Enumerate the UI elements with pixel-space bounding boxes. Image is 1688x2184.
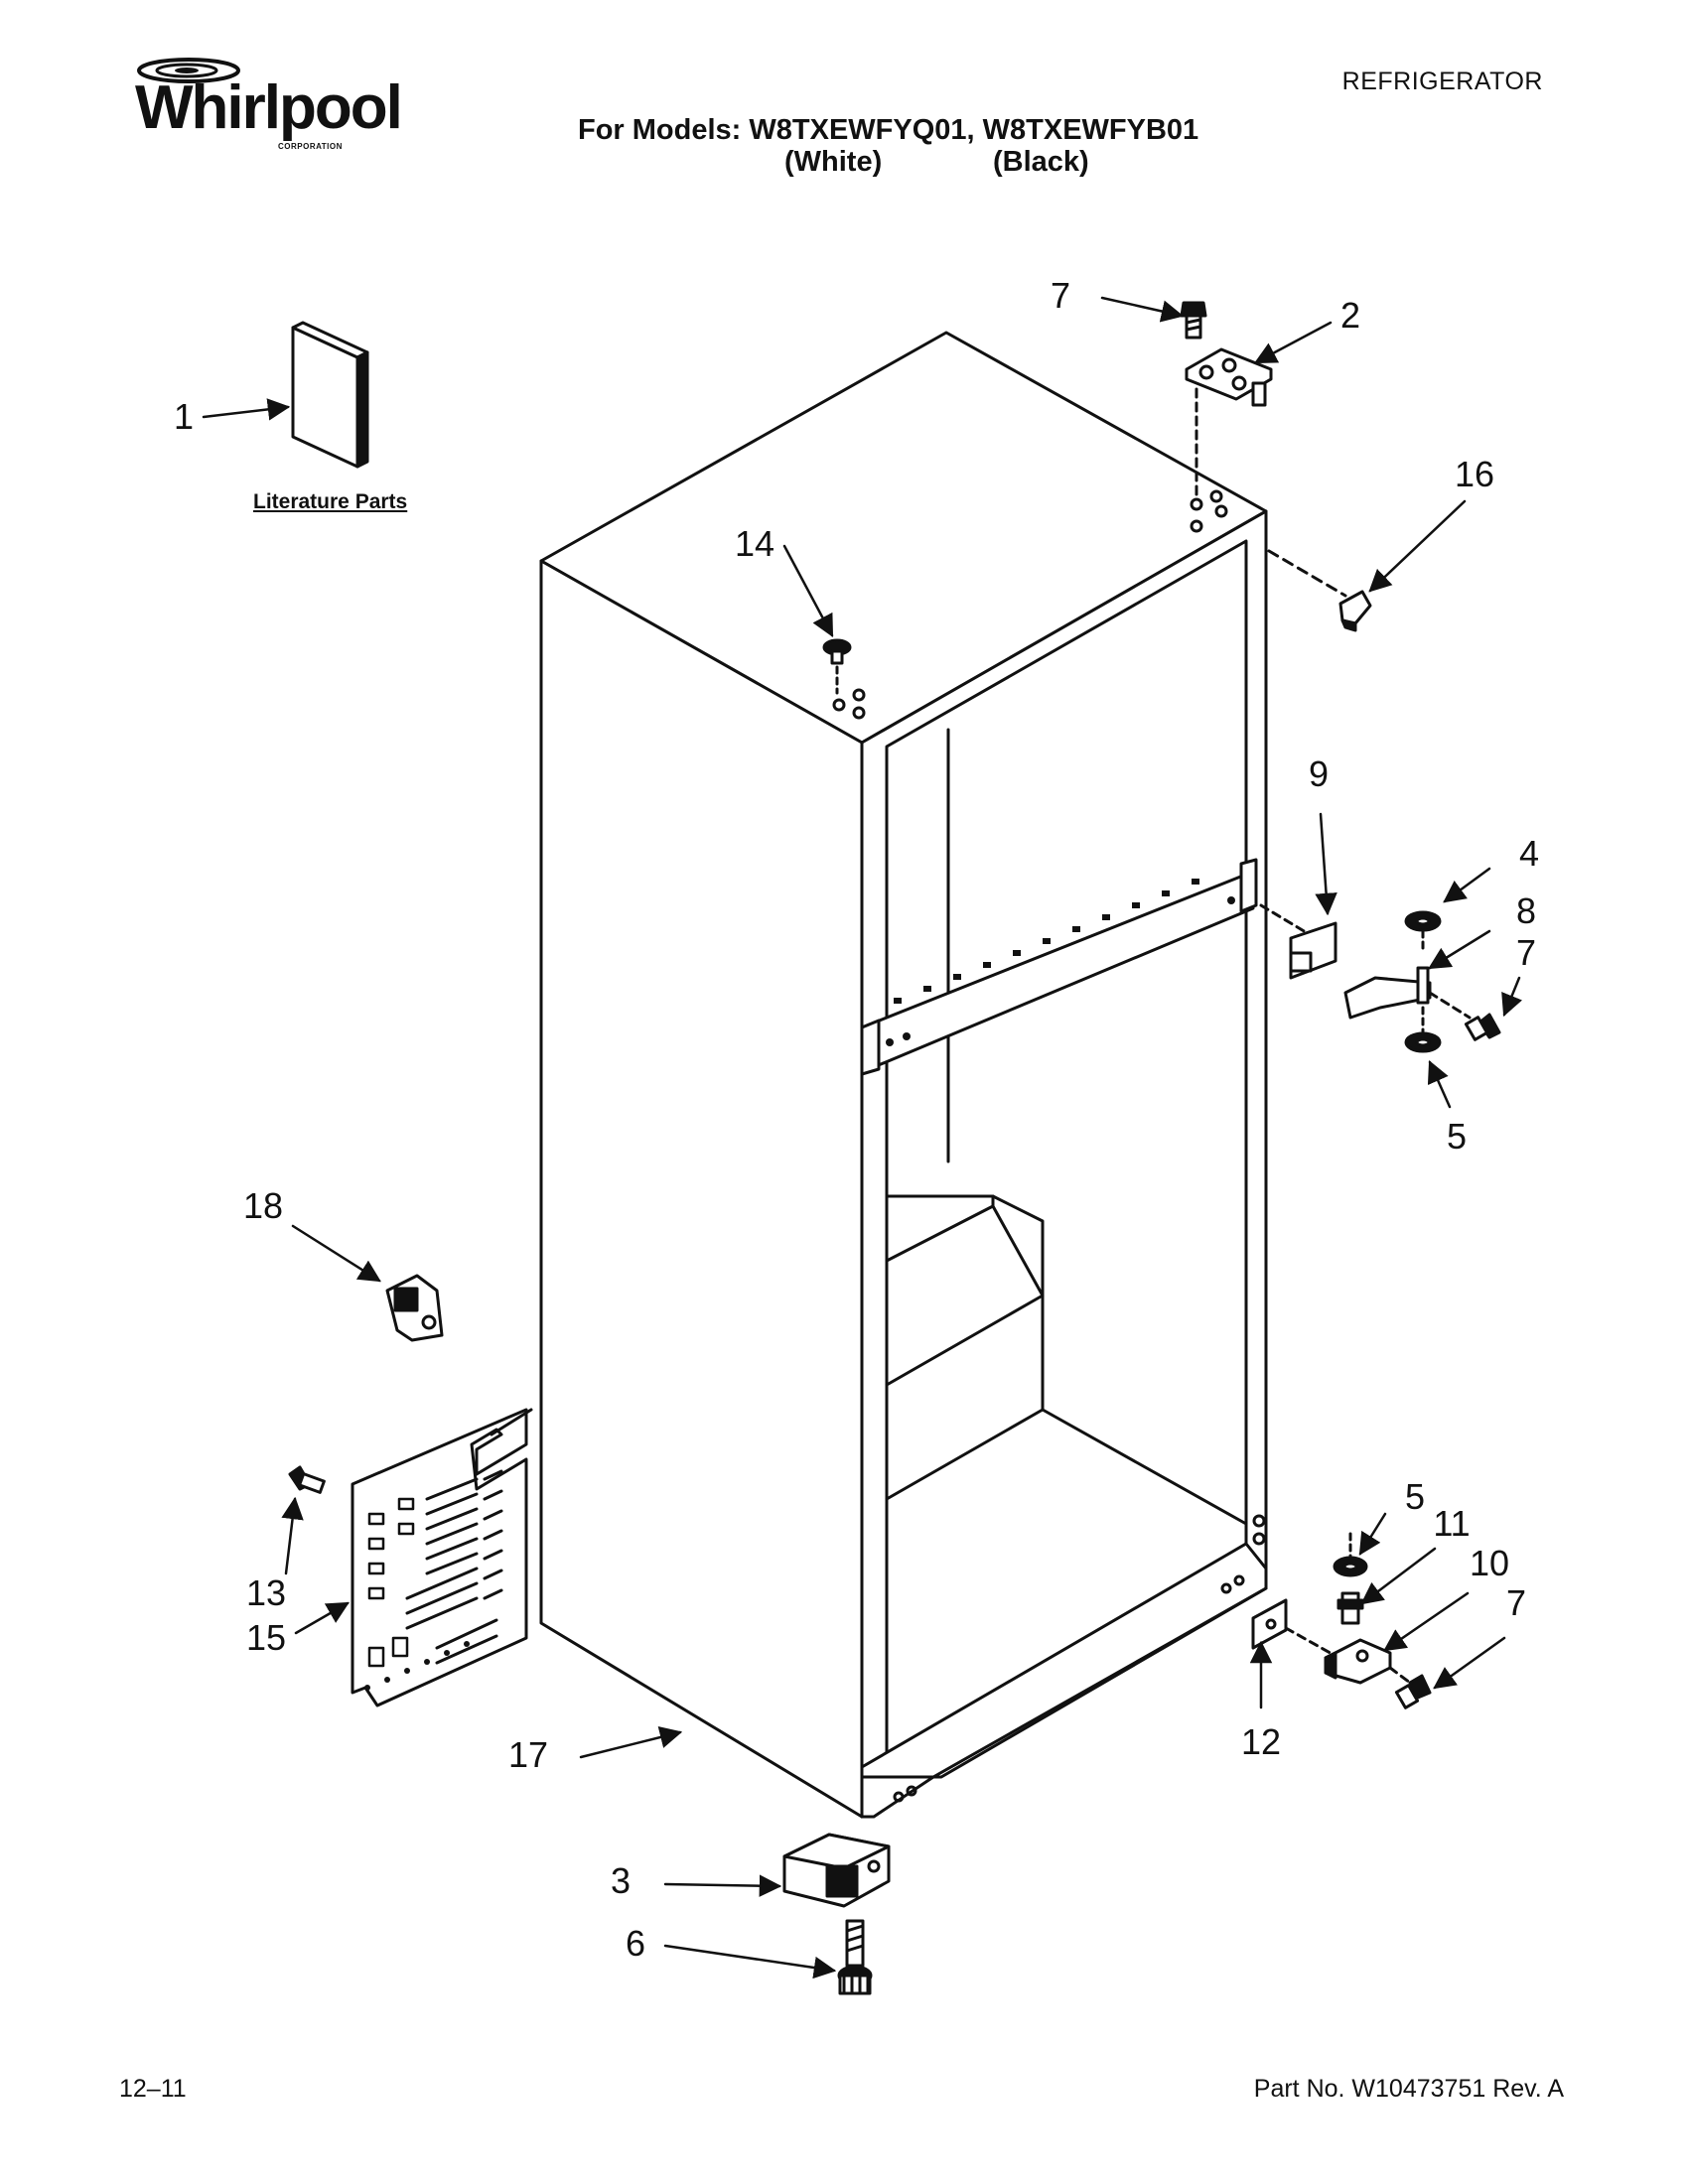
callout-7-top: 7 [1050,275,1071,316]
callout-4: 4 [1518,833,1540,874]
callout-16: 16 [1454,454,1495,494]
hole-plug [822,638,852,695]
date-code: 12–11 [119,2075,187,2103]
bottom-hinge-assembly [1251,1532,1432,1709]
top-hinge-screw [1180,301,1207,340]
brand-name: Whirlpool [135,73,403,142]
callout-17: 17 [507,1734,549,1775]
variant-white: (White) [784,146,883,178]
callout-3: 3 [610,1860,632,1901]
center-hinge-assembly [1259,903,1501,1053]
literature-booklet [291,321,369,469]
top-hinge [1185,347,1273,498]
brand-subtitle: CORPORATION [278,142,343,151]
callout-2: 2 [1339,295,1361,336]
callout-12: 12 [1240,1721,1282,1762]
callout-5-center: 5 [1446,1116,1468,1157]
callout-8: 8 [1515,890,1537,931]
callout-6: 6 [625,1923,646,1964]
callout-10: 10 [1469,1543,1510,1583]
swirl-icon [137,58,240,83]
callout-18: 18 [242,1185,284,1226]
callout-14: 14 [734,523,775,564]
rear-roller [782,1833,891,1908]
models-heading: For Models: W8TXEWFYQ01, W8TXEWFYB01 [578,114,1199,146]
callout-15: 15 [245,1617,287,1658]
panel-screw [288,1465,326,1494]
callout-13: 13 [245,1572,287,1613]
part-number: Part No. W10473751 Rev. A [1253,2075,1564,2103]
leader-lines [202,296,1523,1979]
callout-5-bottom: 5 [1404,1476,1426,1517]
variant-black: (Black) [993,146,1089,178]
callout-7-center: 7 [1515,932,1537,973]
callout-9: 9 [1308,753,1330,794]
leveling-screw [837,1919,873,1995]
callout-1: 1 [173,396,195,437]
cabinet-body [539,331,1268,1819]
callout-11: 11 [1433,1503,1471,1544]
literature-caption: Literature Parts [253,490,408,513]
access-panel [351,1408,533,1707]
product-category: REFRIGERATOR [1341,68,1543,95]
hinge-cover [1267,549,1372,632]
whirlpool-logo: Whirlpool CORPORATION [129,55,403,164]
wire-clip [385,1274,444,1342]
callout-7-bottom: 7 [1505,1582,1527,1623]
